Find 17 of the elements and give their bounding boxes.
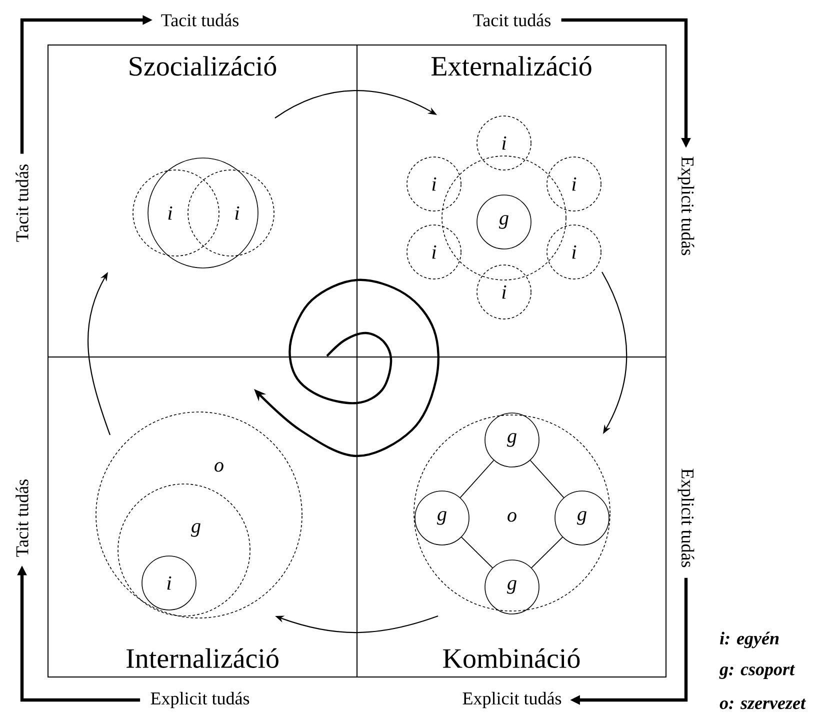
axis-label: Tacit tudás	[473, 14, 550, 26]
circle	[148, 158, 258, 268]
axis-label: Explicit tudás	[678, 468, 694, 568]
axis-label: Tacit tudás	[16, 480, 28, 557]
connector-line	[530, 460, 564, 498]
legend-text: g: csoport	[719, 665, 795, 679]
connector-line	[531, 536, 563, 568]
axis-label: Explicit tudás	[462, 692, 562, 708]
connector-line	[460, 460, 494, 498]
connector-line	[461, 536, 493, 568]
axis-label: Tacit tudás	[16, 164, 28, 242]
legend-text: i: egyén	[720, 632, 779, 648]
circle	[442, 156, 566, 280]
legend-text: o: szervezet	[720, 698, 806, 710]
axis-label: Tacit tudás	[161, 14, 238, 26]
axis-label: Explicit tudás	[678, 156, 694, 256]
axis-label: Explicit tudás	[150, 692, 250, 708]
